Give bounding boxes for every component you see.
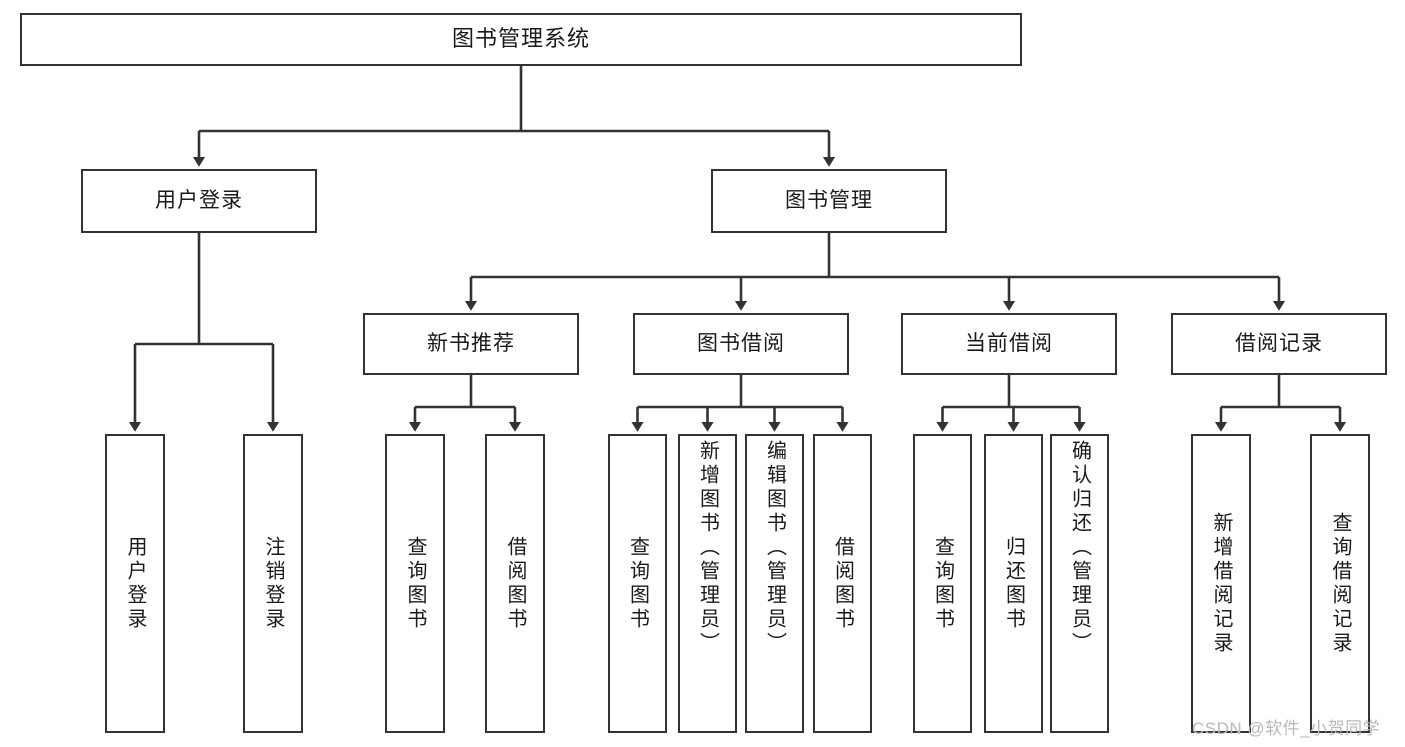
node-label: 图书管理 xyxy=(785,189,873,213)
node-label: 归还图书 xyxy=(1002,535,1025,632)
node-label: 查询借阅记录 xyxy=(1329,511,1351,656)
node-label: 新增借阅记录 xyxy=(1210,511,1232,656)
node-new-book-recommend[interactable]: 新书推荐 xyxy=(363,313,579,375)
node-leaf-return-book[interactable]: 归还图书 xyxy=(984,434,1043,733)
node-label: 注销登录 xyxy=(262,535,284,632)
node-label: 用户登录 xyxy=(155,189,243,213)
node-label: 图书管理系统 xyxy=(451,26,590,52)
node-user-login[interactable]: 用户登录 xyxy=(81,169,317,233)
node-leaf-logout-login[interactable]: 注销登录 xyxy=(243,434,303,733)
node-leaf-user-login[interactable]: 用户登录 xyxy=(105,434,165,733)
node-leaf-add-borrow-record[interactable]: 新增借阅记录 xyxy=(1191,434,1251,733)
csdn-watermark: CSDN @软件_小贺同学 xyxy=(1192,719,1381,738)
node-label: 借阅图书 xyxy=(504,535,526,632)
node-root[interactable]: 图书管理系统 xyxy=(20,13,1022,66)
node-leaf-query-book-bor[interactable]: 查询图书 xyxy=(608,434,667,733)
node-label: 借阅记录 xyxy=(1235,332,1323,356)
node-borrow-record[interactable]: 借阅记录 xyxy=(1171,313,1387,375)
node-current-borrow[interactable]: 当前借阅 xyxy=(901,313,1117,375)
node-label: 用户登录 xyxy=(124,535,146,632)
node-label: 查询图书 xyxy=(626,535,649,632)
node-label: 查询图书 xyxy=(404,535,426,632)
node-leaf-confirm-return[interactable]: 确认归还（管理员） xyxy=(1050,434,1109,733)
node-label: 编辑图书（管理员） xyxy=(763,440,786,656)
node-leaf-query-book-cur[interactable]: 查询图书 xyxy=(913,434,972,733)
node-leaf-borrow-book-rec[interactable]: 借阅图书 xyxy=(485,434,545,733)
node-book-borrow[interactable]: 图书借阅 xyxy=(633,313,849,375)
node-leaf-add-book-admin[interactable]: 新增图书（管理员） xyxy=(678,434,737,733)
node-book-manage[interactable]: 图书管理 xyxy=(711,169,947,233)
node-leaf-edit-book-admin[interactable]: 编辑图书（管理员） xyxy=(745,434,804,733)
node-label: 借阅图书 xyxy=(831,535,854,632)
node-label: 当前借阅 xyxy=(965,332,1053,356)
node-label: 新增图书（管理员） xyxy=(696,440,719,656)
node-label: 新书推荐 xyxy=(427,332,515,356)
node-label: 查询图书 xyxy=(931,535,954,632)
node-label: 确认归还（管理员） xyxy=(1068,440,1091,656)
node-leaf-borrow-book-bor[interactable]: 借阅图书 xyxy=(813,434,872,733)
node-label: 图书借阅 xyxy=(697,332,785,356)
node-leaf-query-book-rec[interactable]: 查询图书 xyxy=(385,434,445,733)
node-leaf-query-borrow-record[interactable]: 查询借阅记录 xyxy=(1310,434,1370,733)
